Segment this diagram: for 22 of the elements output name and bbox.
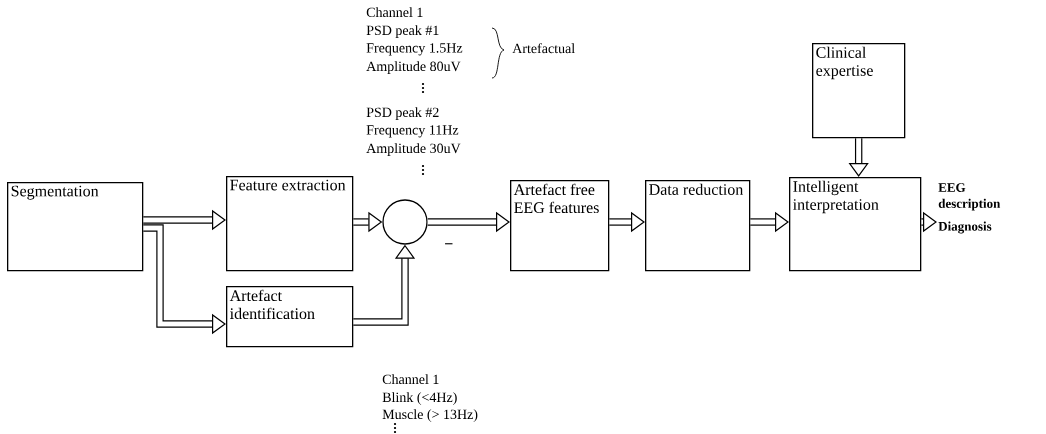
minus-sign: − [445, 243, 453, 245]
annotation-text: Frequency 11Hz [366, 125, 459, 138]
output-label: EEG description [938, 183, 1001, 211]
annotation-text: Amplitude 80uV [366, 61, 461, 74]
annotation-text: Frequency 1.5Hz [366, 43, 463, 56]
process-box: Data reduction [645, 180, 751, 272]
process-box: Clinical expertise [812, 43, 906, 139]
annotation-text: Channel 1 [366, 7, 423, 18]
annotation-text: PSD peak #2 [366, 107, 439, 120]
process-box: Artefact identification [226, 286, 354, 348]
annotation-text: Channel 1 [382, 374, 439, 385]
annotation-text: PSD peak #1 [366, 25, 439, 38]
annotation-text: Muscle (> 13Hz) [382, 409, 478, 422]
process-box: Artefact free EEG features [510, 180, 610, 272]
annotation-text: Blink (<4Hz) [382, 392, 457, 405]
process-box: Segmentation [7, 182, 144, 272]
annotation-text: Artefactual [512, 43, 575, 54]
annotation-text: Amplitude 30uV [366, 143, 461, 156]
output-label: Diagnosis [938, 221, 992, 234]
summing-junction [382, 199, 428, 245]
process-box: Feature extraction [226, 176, 354, 272]
process-box: Intelligent interpretation [789, 177, 922, 272]
